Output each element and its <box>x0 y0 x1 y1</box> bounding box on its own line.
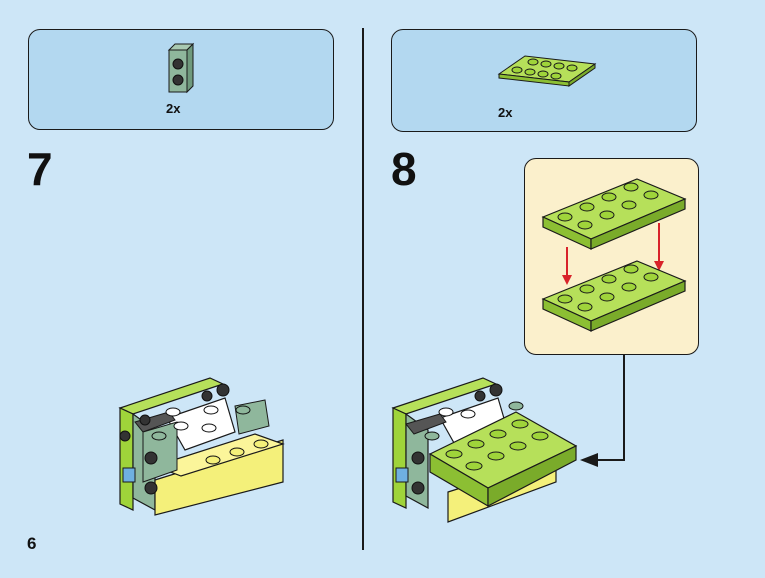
step-number-8: 8 <box>391 143 417 195</box>
part-quantity: 2x <box>498 105 513 120</box>
step-7-model-illustration <box>118 377 285 516</box>
step-8-model-illustration <box>391 377 578 523</box>
sub-assembly-callout <box>524 158 699 355</box>
plate-stacking-illustration <box>541 178 687 332</box>
lime-plate-icon <box>497 55 597 87</box>
page-number: 6 <box>27 534 37 553</box>
sand-green-brick-icon <box>167 42 195 94</box>
part-quantity: 2x <box>166 101 181 116</box>
step-8-parts-box: 2x <box>391 29 697 132</box>
step-7-parts-box: 2x <box>28 29 334 130</box>
callout-connector-arrow <box>580 354 625 467</box>
step-divider <box>362 28 364 550</box>
step-number-7: 7 <box>27 143 53 195</box>
